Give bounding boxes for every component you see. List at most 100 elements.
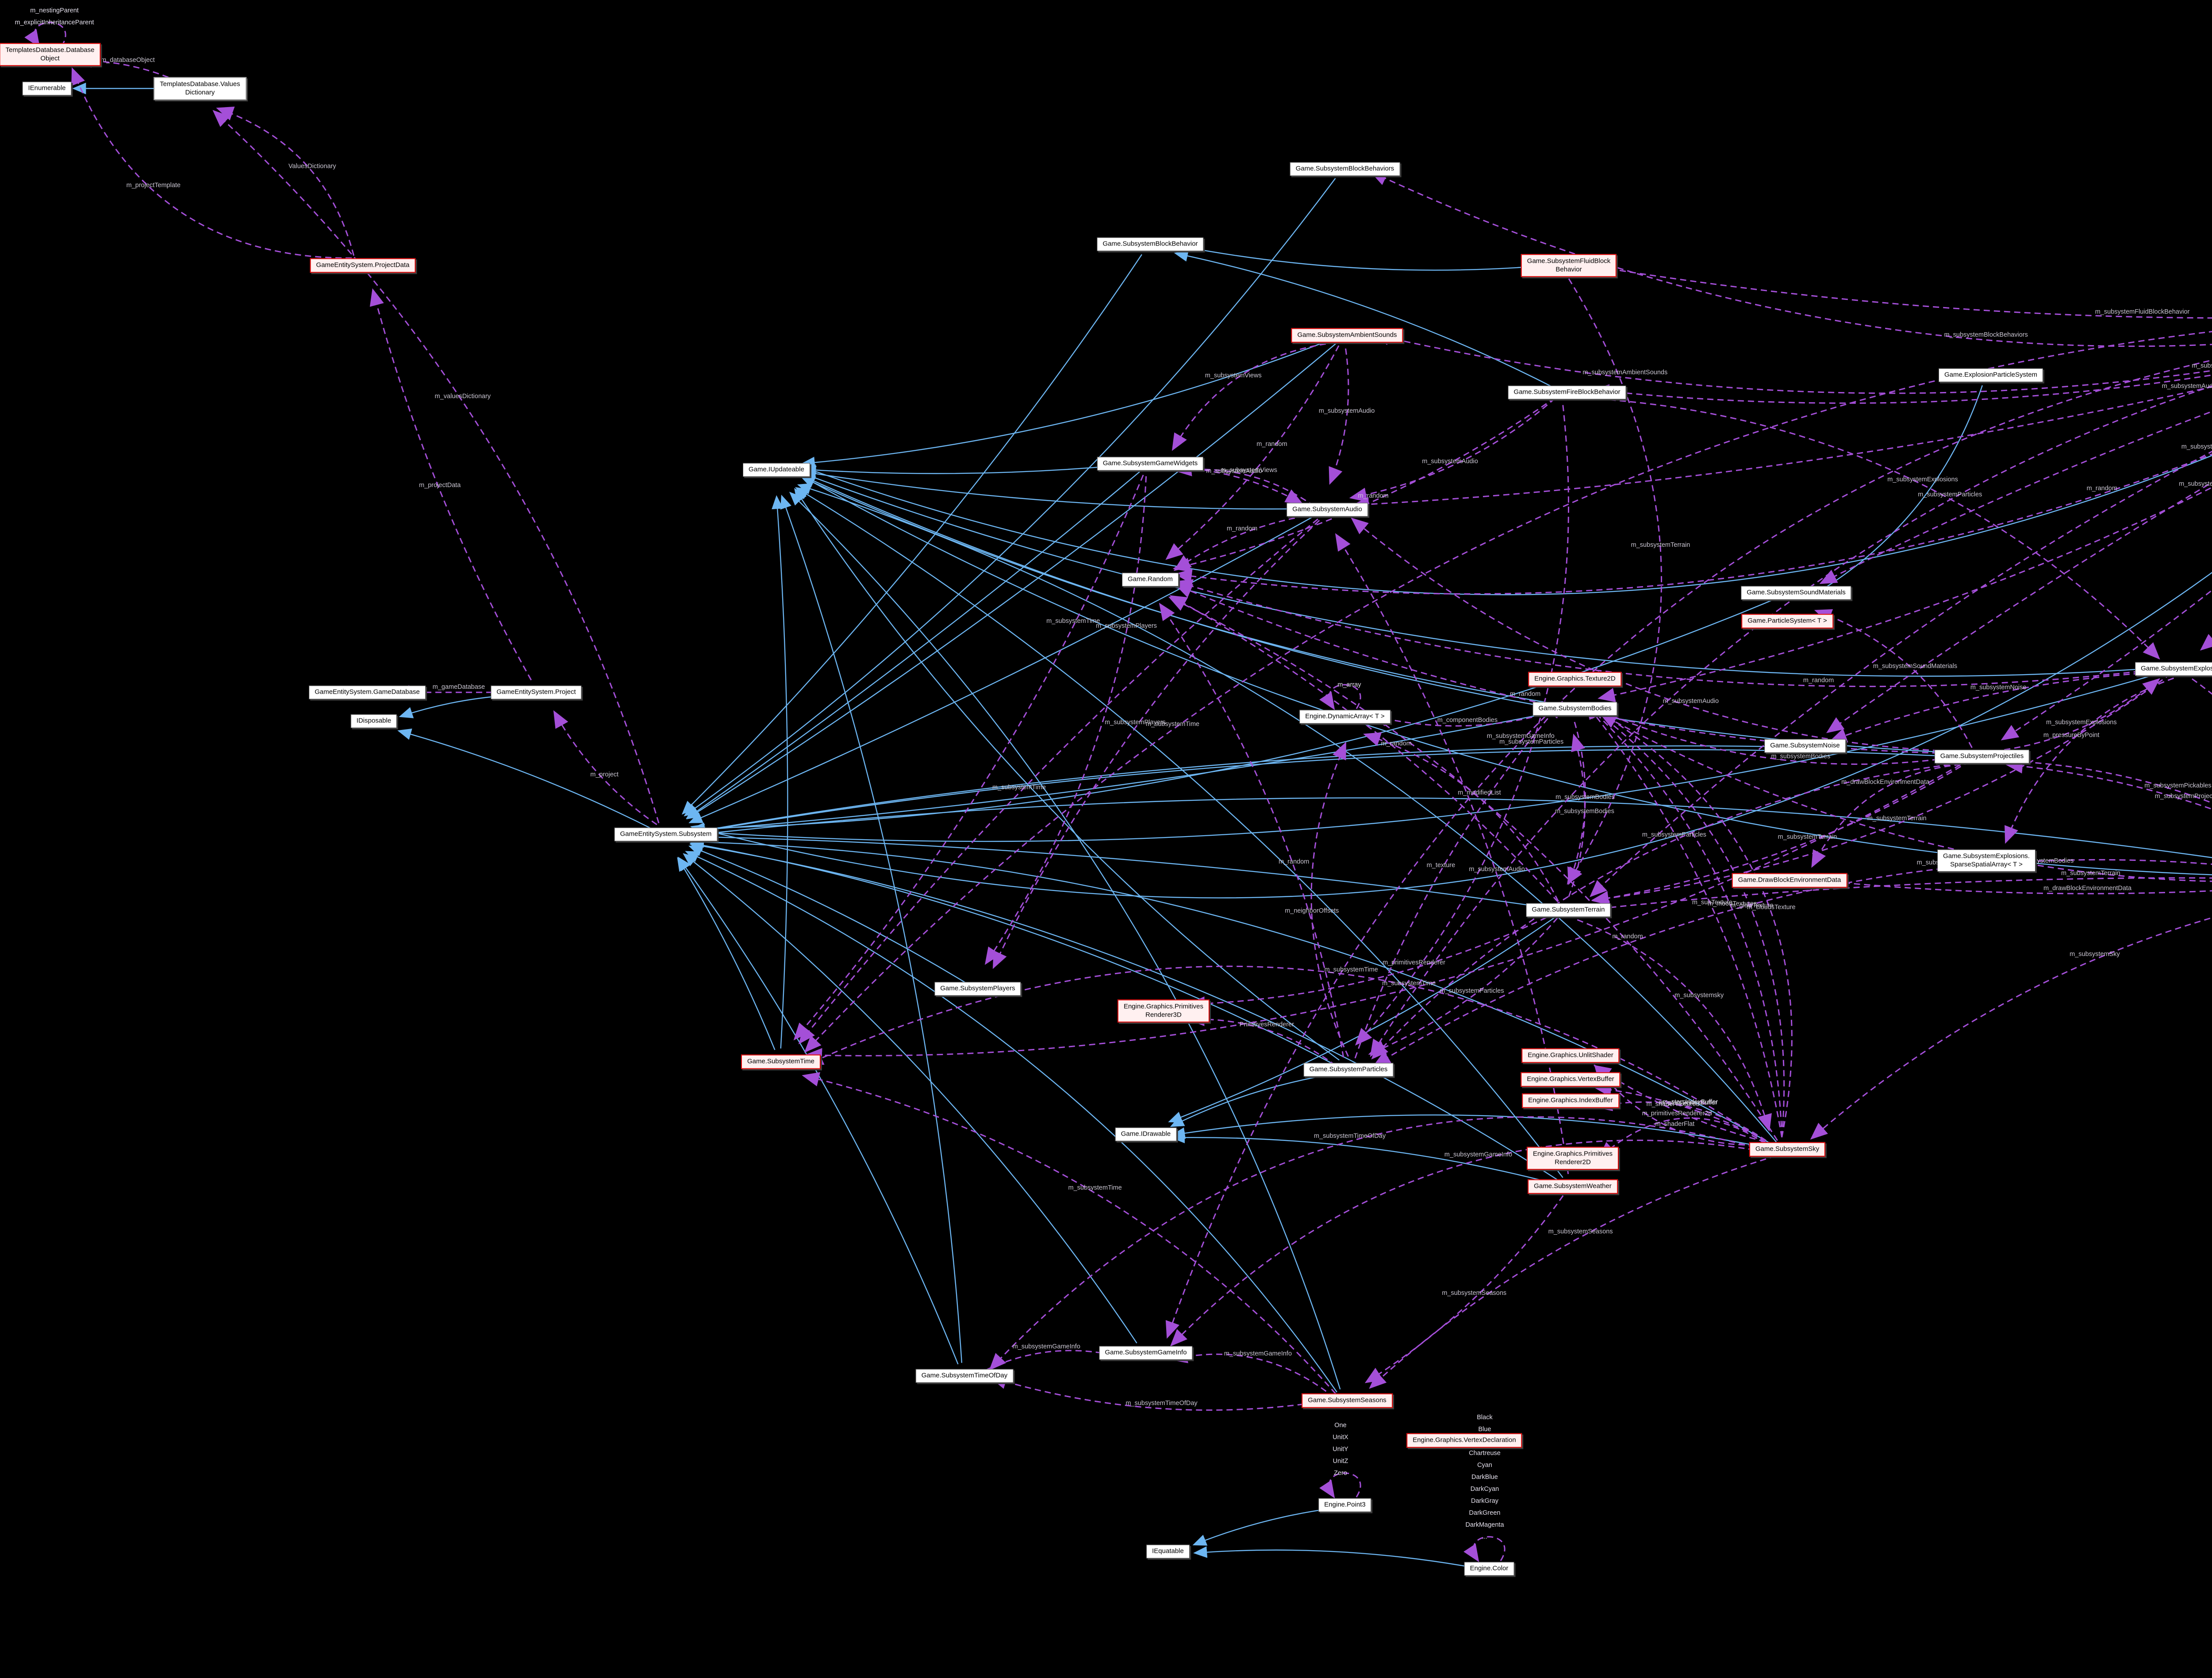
class-node-idisposable[interactable]: IDisposable: [350, 714, 397, 728]
edge-projectiles-random: [1175, 584, 1969, 755]
edge-audio-gamewidgets: [1174, 461, 1315, 507]
edge-weather-iupdateable: [795, 487, 1563, 1178]
class-node-fireblock[interactable]: Game.SubsystemFireBlockBehavior: [1508, 385, 1626, 399]
self-loop-label: DarkGray: [1471, 1498, 1499, 1505]
class-node-unlitshader[interactable]: Engine.Graphics.UnlitShader: [1521, 1048, 1620, 1063]
edge-label: m_random: [1612, 933, 1643, 940]
class-node-indexbuffer[interactable]: Engine.Graphics.IndexBuffer: [1522, 1093, 1619, 1108]
edge-label: m_random: [1381, 740, 1412, 747]
edge-label: m_texture: [1426, 861, 1455, 869]
edge-weather-ges_subsystem: [689, 840, 1561, 1183]
edge-sky-iupdateable: [797, 483, 1777, 1143]
class-node-bodies[interactable]: Game.SubsystemBodies: [1532, 702, 1617, 716]
edge-label: ValuesDictionary: [288, 163, 336, 170]
edge-particles-iupdateable: [794, 488, 1340, 1061]
edge-label: m_subsystemTerrain: [1778, 833, 1837, 841]
class-node-sky[interactable]: Game.SubsystemSky: [1749, 1142, 1826, 1157]
self-loop-label: DarkGreen: [1469, 1509, 1501, 1517]
edge-label: m_subsystemAmbientSounds: [1582, 369, 1668, 376]
class-node-explosions_w[interactable]: Game.SubsystemExplosions: [2135, 662, 2212, 676]
class-node-tdb_object[interactable]: TemplatesDatabase.Database Object: [0, 43, 101, 66]
self-loop-label: DarkCyan: [1470, 1486, 1499, 1493]
class-node-random[interactable]: Game.Random: [1122, 572, 1179, 587]
edge-label: m_databaseObject: [101, 56, 155, 64]
edge-particles-renderer3d: [1187, 1011, 1336, 1067]
class-node-ienumerable[interactable]: IEnumerable: [22, 81, 72, 96]
class-node-particlesystemT[interactable]: Game.ParticleSystem< T >: [1741, 614, 1833, 629]
class-node-dynamicarray[interactable]: Engine.DynamicArray< T >: [1299, 710, 1390, 724]
edge-explosions_w-ges_subsystem: [691, 670, 2170, 842]
class-node-ges_gamedatabase[interactable]: GameEntitySystem.GameDatabase: [309, 685, 426, 699]
edge-label: m_subsystemAudio: [1206, 467, 1262, 475]
self-loop-label: DarkBlue: [1471, 1474, 1498, 1481]
edge-blockbehavior-ges_subsystem: [681, 254, 1142, 815]
class-node-drawblockenv[interactable]: Game.DrawBlockEnvironmentData: [1732, 873, 1847, 888]
class-node-blockbehaviors[interactable]: Game.SubsystemBlockBehaviors: [1290, 162, 1400, 176]
edge-label: m_subsystemGameInfo: [1486, 732, 1555, 740]
class-node-idrawable[interactable]: Game.IDrawable: [1115, 1127, 1177, 1141]
class-node-time[interactable]: Game.SubsystemTime: [741, 1054, 821, 1069]
edge-label: m_drawBlockEnvironmentData: [1841, 778, 1930, 786]
class-node-blockbehavior[interactable]: Game.SubsystemBlockBehavior: [1097, 237, 1204, 251]
class-node-ges_subsystem[interactable]: GameEntitySystem.Subsystem: [614, 827, 718, 841]
class-node-tdb_values[interactable]: TemplatesDatabase.Values Dictionary: [154, 77, 246, 100]
class-node-gamewidgets[interactable]: Game.SubsystemGameWidgets: [1097, 457, 1204, 471]
edge-time-iupdateable: [772, 495, 788, 1049]
edge-sky-texture2d: [1584, 702, 1783, 1137]
class-node-renderer2d[interactable]: Engine.Graphics.Primitives Renderer2D: [1526, 1147, 1619, 1170]
class-node-gameinfo[interactable]: Game.SubsystemGameInfo: [1099, 1346, 1193, 1360]
class-node-ges_project[interactable]: GameEntitySystem.Project: [491, 685, 582, 699]
class-node-soundmaterials[interactable]: Game.SubsystemSoundMaterials: [1741, 586, 1851, 600]
class-node-weather[interactable]: Game.SubsystemWeather: [1528, 1179, 1618, 1194]
class-node-iupdateable[interactable]: Game.IUpdateable: [743, 463, 810, 477]
class-node-noise[interactable]: Game.SubsystemNoise: [1764, 739, 1846, 753]
edge-explosions_w-random: [1175, 579, 2170, 687]
class-node-particles[interactable]: Game.SubsystemParticles: [1303, 1063, 1394, 1077]
class-node-terrain[interactable]: Game.SubsystemTerrain: [1526, 903, 1611, 917]
class-node-seasons[interactable]: Game.SubsystemSeasons: [1302, 1393, 1393, 1408]
edge-color-iequatable: [1193, 1546, 1476, 1569]
class-node-fluidblock[interactable]: Game.SubsystemFluidBlock Behavior: [1521, 254, 1617, 277]
self-loop-label: UnitX: [1333, 1434, 1348, 1441]
class-node-renderer3d[interactable]: Engine.Graphics.Primitives Renderer3D: [1117, 999, 1210, 1022]
edge-label: m_cloudsTexture: [1747, 903, 1796, 911]
class-node-color[interactable]: Engine.Color: [1464, 1562, 1514, 1576]
class-node-iequatable[interactable]: IEquatable: [1146, 1544, 1190, 1559]
class-node-vertexbuffer[interactable]: Engine.Graphics.VertexBuffer: [1521, 1072, 1621, 1087]
edge-sky-texture2d: [1584, 702, 1783, 1137]
class-node-texture2d[interactable]: Engine.Graphics.Texture2D: [1528, 672, 1622, 687]
class-node-projectiles[interactable]: Game.SubsystemProjectiles: [1934, 749, 2030, 764]
class-node-ambientsounds[interactable]: Game.SubsystemAmbientSounds: [1291, 328, 1403, 343]
edge-timeofday-iupdateable: [780, 495, 963, 1363]
class-node-timeofday[interactable]: Game.SubsystemTimeOfDay: [915, 1369, 1014, 1383]
class-node-ges_projectdata[interactable]: GameEntitySystem.ProjectData: [310, 258, 416, 273]
edge-terrain-renderer3d: [1187, 912, 1556, 1011]
edge-explosions_w-noise: [1829, 671, 2170, 742]
class-node-point3[interactable]: Engine.Point3: [1318, 1498, 1371, 1512]
self-loop-label: One: [1334, 1422, 1347, 1429]
edge-particles-texture2d: [1354, 701, 1563, 1059]
class-node-audio[interactable]: Game.SubsystemAudio: [1286, 503, 1368, 517]
edge-pickables-terrain: [1593, 877, 2212, 915]
edge-fireblock-particles: [1355, 405, 1569, 1046]
edge-explosives_gray-audio: [1352, 386, 2212, 512]
edge-label: m_drawBlockEnvironmentData: [2043, 885, 2132, 892]
edge-explosionps-particlesystemT: [1803, 385, 1983, 601]
edge-pickables-drawblockenv: [1814, 874, 2212, 895]
edge-sky-time: [806, 965, 1774, 1149]
class-node-vertexdecl[interactable]: Engine.Graphics.VertexDeclaration: [1406, 1433, 1522, 1448]
edge-label: m_subsystemAudio: [1469, 866, 1525, 873]
edge-label: m_subsystemTime: [1068, 1184, 1122, 1191]
edge-sky-renderer2d: [1598, 1117, 1774, 1159]
class-node-explosionps[interactable]: Game.ExplosionParticleSystem: [1938, 368, 2043, 382]
edge-particles-idrawable: [1170, 1073, 1336, 1127]
edge-gameinfo-ges_subsystem: [683, 853, 1137, 1344]
edge-gamewidgets-time: [793, 474, 1144, 1041]
edge-soundmaterials-ges_subsystem: [690, 595, 1784, 834]
edge-label: m_gameDatabase: [432, 683, 485, 691]
edge-label: m_modifiedList: [1458, 789, 1501, 796]
edge-label: m_random: [1509, 691, 1541, 698]
class-node-players[interactable]: Game.SubsystemPlayers: [934, 982, 1021, 996]
class-node-sparsespatial[interactable]: Game.SubsystemExplosions. SparseSpatialA…: [1937, 849, 2035, 872]
edge-explosives_gray-blockbehaviors: [1370, 171, 2212, 347]
